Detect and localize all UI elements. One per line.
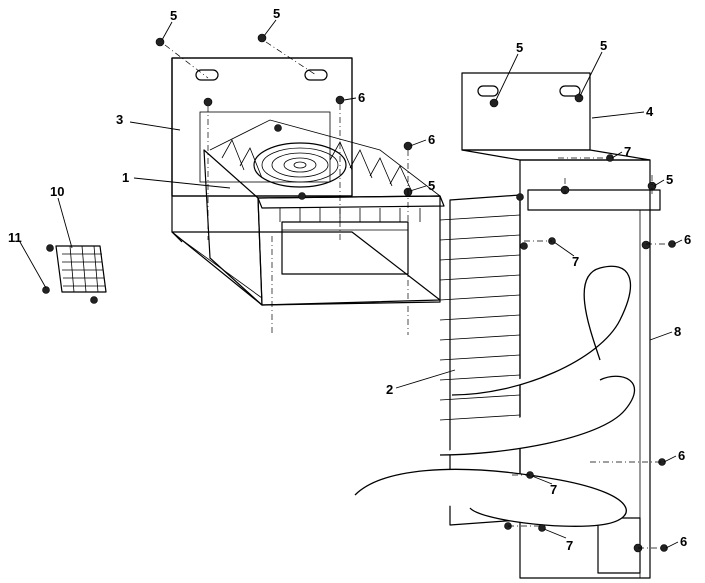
callout-label: 6 <box>428 132 435 147</box>
callout-label: 5 <box>516 40 523 55</box>
callout-label: 1 <box>122 170 129 185</box>
callout-label: 6 <box>684 232 691 247</box>
screws-part-11 <box>42 244 98 304</box>
callout-label: 5 <box>170 8 177 23</box>
callout-label: 8 <box>674 324 681 339</box>
heatsink-module-part-1 <box>203 119 445 306</box>
callout-label: 5 <box>273 6 280 21</box>
callout-label: 5 <box>600 38 607 53</box>
callout-label: 2 <box>386 382 393 397</box>
callout-label: 4 <box>646 104 654 119</box>
callout-label: 5 <box>428 178 435 193</box>
callout-label: 7 <box>572 254 579 269</box>
callout-label: 6 <box>680 534 687 549</box>
callout-label: 3 <box>116 112 123 127</box>
fan-icon <box>253 142 347 188</box>
assembly-centerlines-left <box>164 41 409 335</box>
module-top-fins <box>209 119 441 197</box>
coolant-hose <box>354 265 636 527</box>
leader-lines <box>19 19 683 549</box>
callout-numbers: 5 5 3 6 6 1 5 5 5 4 7 5 6 7 10 11 8 2 6 … <box>8 6 691 553</box>
callout-label: 6 <box>678 448 685 463</box>
module-front-fins <box>279 208 421 222</box>
callout-label: 5 <box>666 172 673 187</box>
radiator-fin-rows <box>439 214 521 501</box>
callout-label: 7 <box>550 482 557 497</box>
callout-label: 10 <box>50 184 64 199</box>
screws-right-assembly <box>526 154 676 552</box>
top-bracket-part-4 <box>461 72 651 161</box>
terminal-block-part-10 <box>55 245 107 293</box>
assembly-centerlines-right <box>508 157 672 549</box>
callout-label: 7 <box>624 144 631 159</box>
callout-label: 7 <box>566 538 573 553</box>
callout-label: 11 <box>8 230 22 245</box>
callout-label: 6 <box>358 90 365 105</box>
